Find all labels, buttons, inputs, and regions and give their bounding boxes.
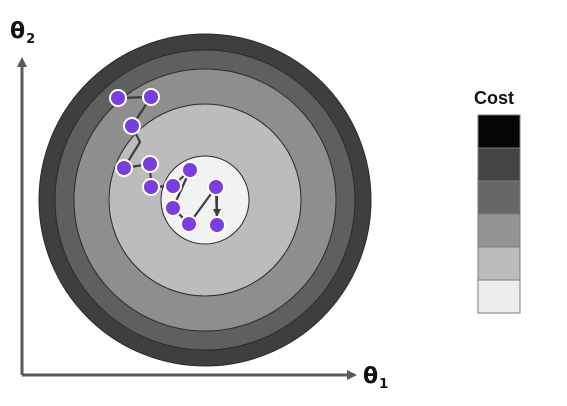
descent-point [208, 216, 226, 234]
legend-swatches [477, 114, 521, 314]
descent-point [142, 178, 160, 196]
legend-swatch [477, 180, 521, 215]
y-axis-label: θ2 [10, 19, 35, 47]
cost-contours [38, 33, 372, 367]
legend-title: Cost [474, 88, 514, 108]
legend-swatch [477, 246, 521, 281]
legend-swatch [477, 114, 521, 149]
cost-legend: Cost [474, 88, 521, 314]
descent-point [109, 89, 127, 107]
legend-swatch [477, 279, 521, 314]
axes: θ2 θ1 [10, 19, 388, 392]
descent-point [180, 215, 198, 233]
descent-point [115, 159, 133, 177]
legend-swatch [477, 147, 521, 182]
descent-point [164, 177, 182, 195]
descent-point [142, 88, 160, 106]
descent-point [123, 117, 141, 135]
descent-path [109, 88, 226, 234]
descent-point [141, 155, 159, 173]
descent-point [207, 178, 225, 196]
descent-point [181, 161, 199, 179]
descent-step-points [109, 88, 226, 234]
legend-swatch [477, 213, 521, 248]
descent-point [164, 199, 182, 217]
x-axis-label: θ1 [363, 364, 388, 392]
